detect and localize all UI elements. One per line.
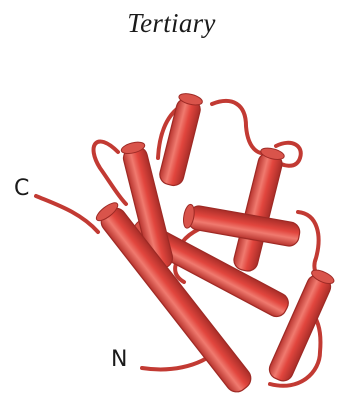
alpha-helices xyxy=(94,92,336,397)
loop-top-right xyxy=(212,101,268,153)
c-terminus-tail xyxy=(36,196,98,232)
helix-right-upper xyxy=(232,146,286,273)
helix-top xyxy=(158,92,204,188)
helix-right-lower xyxy=(266,267,336,384)
loop-right xyxy=(298,212,322,280)
